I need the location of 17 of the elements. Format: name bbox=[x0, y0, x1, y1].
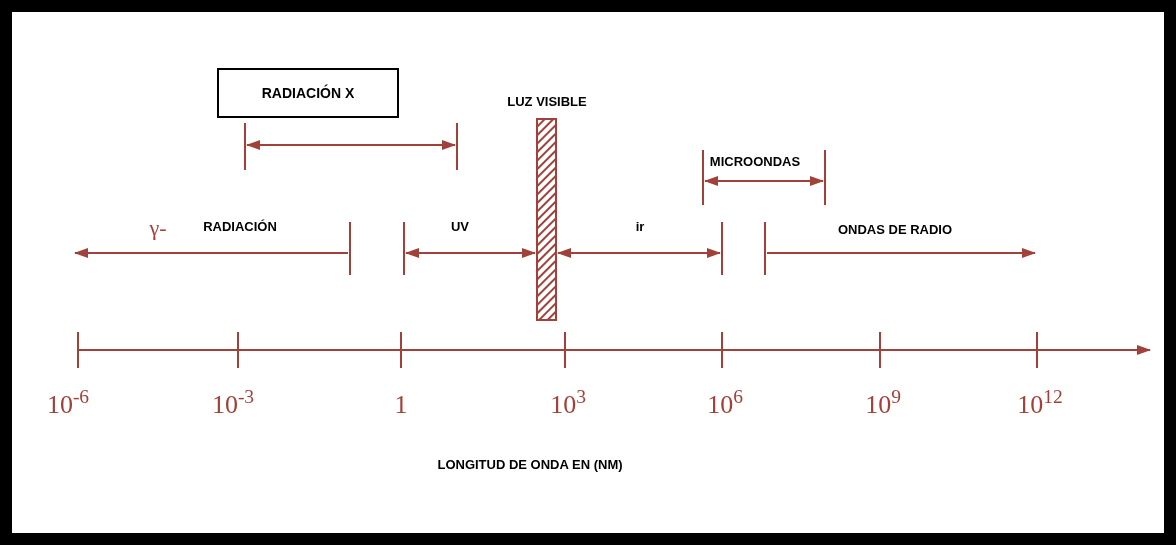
hatched-bar bbox=[536, 118, 557, 321]
bar-caption: LUZ VISIBLE bbox=[506, 93, 588, 111]
tick-label: 1 bbox=[393, 389, 409, 421]
text-label: ir bbox=[634, 218, 646, 236]
text-label: MICROONDAS bbox=[708, 153, 802, 171]
text-label: RADIACIÓN bbox=[202, 218, 278, 236]
tick-label: 10$^{6}$ bbox=[706, 385, 744, 421]
tick-label: 10$^{9}$ bbox=[864, 385, 902, 421]
text-label: UV bbox=[449, 218, 471, 236]
tick-label: 10$^{12}$ bbox=[1016, 385, 1064, 421]
tick-label: 10$^{-3}$ bbox=[210, 385, 256, 421]
label-box: RADIACIÓN X bbox=[217, 68, 399, 118]
text-label: LONGITUD DE ONDA EN (NM) bbox=[436, 456, 624, 474]
tick-label: 10$^{-6}$ bbox=[45, 385, 91, 421]
text-label: ONDAS DE RADIO bbox=[836, 221, 954, 239]
symbol-label: γ- bbox=[148, 214, 168, 242]
tick-label: 10$^{3}$ bbox=[549, 385, 587, 421]
